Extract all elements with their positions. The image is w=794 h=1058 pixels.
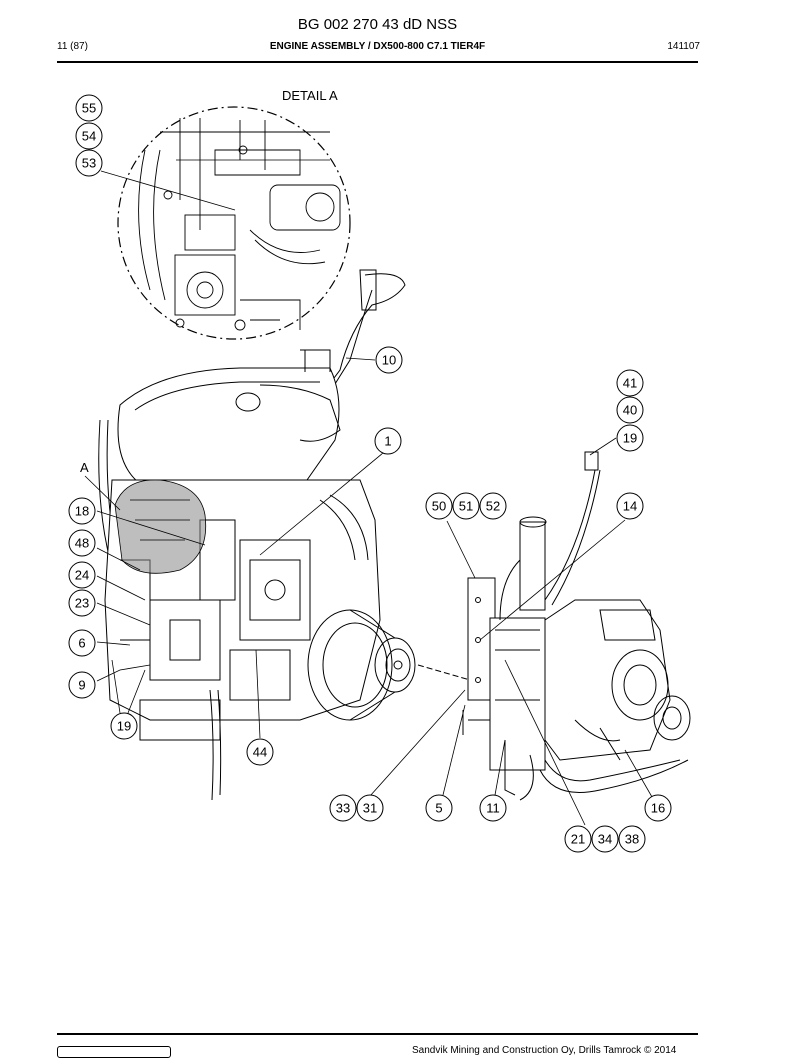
- callout-16: 16: [644, 794, 672, 822]
- document-number: BG 002 270 43 dD NSS: [297, 16, 458, 33]
- svg-text:50: 50: [432, 499, 446, 514]
- svg-text:14: 14: [623, 499, 637, 514]
- svg-text:53: 53: [82, 156, 96, 171]
- header-divider: [57, 61, 698, 63]
- leader-lines: [84, 170, 653, 826]
- svg-text:24: 24: [75, 568, 89, 583]
- callout-34: 34: [591, 825, 619, 853]
- callout-19-top: 19: [616, 424, 644, 452]
- callout-10: 10: [375, 346, 403, 374]
- svg-text:1: 1: [384, 434, 391, 449]
- callout-55: 55: [75, 94, 103, 122]
- callout-18: 18: [68, 497, 96, 525]
- pump-assembly: [462, 451, 691, 801]
- svg-text:38: 38: [625, 832, 639, 847]
- svg-text:5: 5: [435, 801, 442, 816]
- callout-38: 38: [618, 825, 646, 853]
- callout-6: 6: [68, 629, 96, 657]
- callout-9: 9: [68, 671, 96, 699]
- callout-21: 21: [564, 825, 592, 853]
- callout-14: 14: [616, 492, 644, 520]
- svg-text:16: 16: [651, 801, 665, 816]
- svg-text:40: 40: [623, 403, 637, 418]
- footer-divider: [57, 1033, 698, 1035]
- detail-label: DETAIL A: [282, 88, 338, 103]
- callout-19-bottom: 19: [110, 712, 138, 740]
- callouts: 55 54 53 10 41 40 19 1 50 51 52 14 18 48…: [68, 94, 672, 853]
- svg-text:11: 11: [486, 801, 500, 816]
- svg-text:41: 41: [623, 376, 637, 391]
- callout-53: 53: [75, 149, 103, 177]
- callout-51: 51: [452, 492, 480, 520]
- svg-text:54: 54: [82, 129, 96, 144]
- engine-block: [98, 349, 471, 801]
- svg-text:55: 55: [82, 101, 96, 116]
- callout-33: 33: [329, 794, 357, 822]
- svg-text:52: 52: [486, 499, 500, 514]
- svg-text:23: 23: [75, 596, 89, 611]
- svg-text:51: 51: [459, 499, 473, 514]
- callout-44: 44: [246, 738, 274, 766]
- callout-1: 1: [374, 427, 402, 455]
- svg-text:6: 6: [78, 636, 85, 651]
- hose: [324, 269, 406, 393]
- callout-31: 31: [356, 794, 384, 822]
- svg-text:19: 19: [117, 719, 131, 734]
- svg-text:48: 48: [75, 536, 89, 551]
- company-logo: [57, 1046, 171, 1058]
- svg-text:31: 31: [363, 801, 377, 816]
- callout-48: 48: [68, 529, 96, 557]
- detail-a-view: [117, 106, 351, 340]
- callout-5: 5: [425, 794, 453, 822]
- svg-text:34: 34: [598, 832, 612, 847]
- callout-40: 40: [616, 396, 644, 424]
- view-letter: A: [80, 460, 89, 475]
- callout-52: 52: [479, 492, 507, 520]
- svg-text:19: 19: [623, 431, 637, 446]
- page-title: ENGINE ASSEMBLY / DX500-800 C7.1 TIER4F: [269, 41, 486, 52]
- svg-text:21: 21: [571, 832, 585, 847]
- page-number: 11 (87): [57, 41, 88, 52]
- document-code: 141107: [667, 41, 700, 52]
- footer-copyright: Sandvik Mining and Construction Oy, Dril…: [412, 1045, 677, 1056]
- svg-text:44: 44: [253, 745, 267, 760]
- callout-23: 23: [68, 589, 96, 617]
- svg-text:18: 18: [75, 504, 89, 519]
- callout-11: 11: [479, 794, 507, 822]
- svg-text:10: 10: [382, 353, 396, 368]
- svg-text:33: 33: [336, 801, 350, 816]
- callout-50: 50: [425, 492, 453, 520]
- callout-54: 54: [75, 122, 103, 150]
- detail-a-area: [114, 479, 207, 574]
- svg-text:9: 9: [78, 678, 85, 693]
- callout-41: 41: [616, 369, 644, 397]
- callout-24: 24: [68, 561, 96, 589]
